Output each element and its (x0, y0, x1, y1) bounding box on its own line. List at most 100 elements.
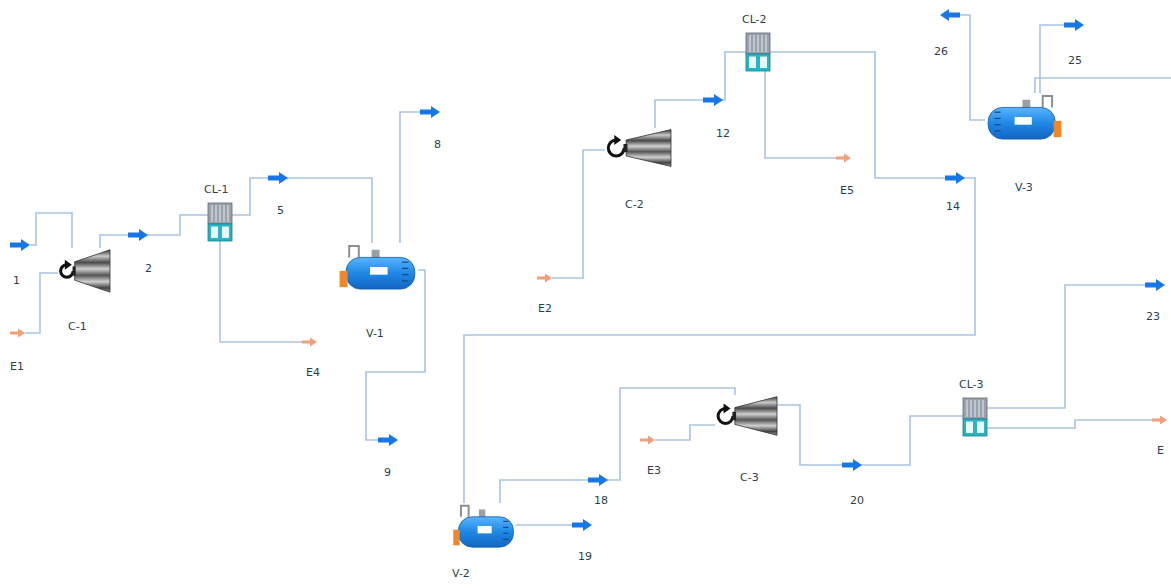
compressor-shaft (73, 266, 76, 275)
flow-arrow (703, 94, 723, 106)
vessel-ladder-rung (503, 527, 508, 528)
compressor-shaft (623, 144, 627, 152)
stream-lines (25, 15, 1171, 525)
cooler-fin (212, 205, 213, 222)
process-stream (777, 405, 963, 465)
compressor-shaft (732, 412, 736, 420)
cooler-fin (758, 35, 759, 52)
process-stream (464, 52, 975, 503)
vessel-pipe (461, 506, 469, 517)
stream-tag: E1 (10, 360, 24, 373)
vessel-ladder-rung (503, 539, 508, 540)
vessel-body (346, 257, 415, 289)
equipment-tag: CL-2 (742, 13, 767, 26)
vessel-ladder-rung (503, 521, 508, 522)
stream-tag: 19 (578, 550, 592, 563)
stream-tag: 26 (934, 45, 948, 58)
vessel-ladder-rung (994, 118, 1000, 119)
equipment-tag: V-3 (1015, 181, 1033, 194)
compressor-body (75, 250, 110, 292)
equipment-unit: V-1 (338, 243, 418, 291)
vessel-ladder-rung (402, 280, 408, 281)
vessel-pipe (349, 246, 359, 258)
vessel-motor (340, 271, 348, 287)
stream-tag: 23 (1146, 310, 1160, 323)
vessel-window (370, 267, 388, 275)
equipment-icon (338, 243, 418, 291)
equipment-unit: CL-2 (746, 33, 770, 71)
equipment-unit: V-3 (985, 93, 1063, 141)
cooler-fin (216, 205, 217, 222)
cooler-fin (967, 400, 968, 417)
equipment-tag: V-1 (366, 327, 384, 340)
vessel-figure (340, 246, 415, 289)
vessel-ladder-rung (402, 274, 408, 275)
vessel-ladder-rung (994, 112, 1000, 113)
stream-arrows (10, 9, 1167, 531)
equipment-icon (746, 33, 770, 71)
equipment-icon (963, 398, 987, 436)
stream-tag: E5 (840, 184, 854, 197)
vessel-window (1015, 117, 1032, 125)
cooler-panel (211, 227, 218, 238)
rotation-arrowhead (65, 260, 72, 270)
cooler-fin (754, 35, 755, 52)
cooler-panel (749, 57, 756, 68)
process-stream (655, 52, 746, 128)
stream-number: 18 (594, 494, 608, 507)
equipment-tag: CL-1 (204, 183, 229, 196)
equipment-unit: C-2 (605, 128, 671, 168)
vessel-figure (453, 506, 513, 547)
equipment-tag: CL-3 (959, 378, 984, 391)
flow-arrow (268, 172, 288, 184)
rotation-arrowhead (724, 404, 731, 414)
cooler-fin (975, 400, 976, 417)
cooler-fin (224, 205, 225, 222)
cooler-fin (983, 400, 984, 417)
cooler-base (963, 419, 987, 436)
vessel-pipe (1043, 96, 1052, 108)
cooler-base (208, 224, 232, 241)
stream-tag: 9 (384, 466, 391, 479)
process-stream (500, 388, 735, 503)
flow-arrow (842, 459, 862, 471)
process-stream (232, 178, 372, 243)
cooler-fin (228, 205, 229, 222)
stream-tag: E (1157, 444, 1164, 457)
cooler-panel (760, 57, 767, 68)
cooler-fin (220, 205, 221, 222)
stream-number: 12 (716, 127, 730, 140)
cooler-fin (750, 35, 751, 52)
stream-tag: 8 (434, 138, 441, 151)
flow-arrow (128, 229, 148, 241)
equipment-unit: CL-1 (208, 203, 232, 241)
stream-tag: E3 (647, 464, 661, 477)
stream-tag: 1 (13, 274, 20, 287)
vessel-motor (453, 530, 459, 546)
cooler-fin (979, 400, 980, 417)
cooler-fin (766, 35, 767, 52)
stream-tag: 25 (1068, 54, 1082, 67)
cooler-fin (762, 35, 763, 52)
equipment-tag: C-2 (625, 198, 644, 211)
cooler-panel (222, 227, 229, 238)
equipment-unit: CL-3 (963, 398, 987, 436)
stream-number: 5 (277, 204, 284, 217)
rotation-arrowhead (614, 135, 621, 145)
cooler-fin (971, 400, 972, 417)
equipment-icon (715, 395, 777, 437)
equipment-tag: V-2 (452, 567, 470, 580)
vessel-figure (988, 96, 1061, 139)
stream-tag: E2 (538, 302, 552, 315)
vessel-ladder-rung (994, 124, 1000, 125)
flow-arrow (588, 474, 608, 486)
cooler-base (746, 54, 770, 71)
equipment-unit: V-2 (452, 503, 516, 549)
equipment-icon (208, 203, 232, 241)
compressor-body (626, 130, 671, 167)
cooler-fan-housing (963, 398, 987, 419)
stream-tag: E4 (306, 366, 320, 379)
equipment-tag: C-1 (68, 320, 87, 333)
